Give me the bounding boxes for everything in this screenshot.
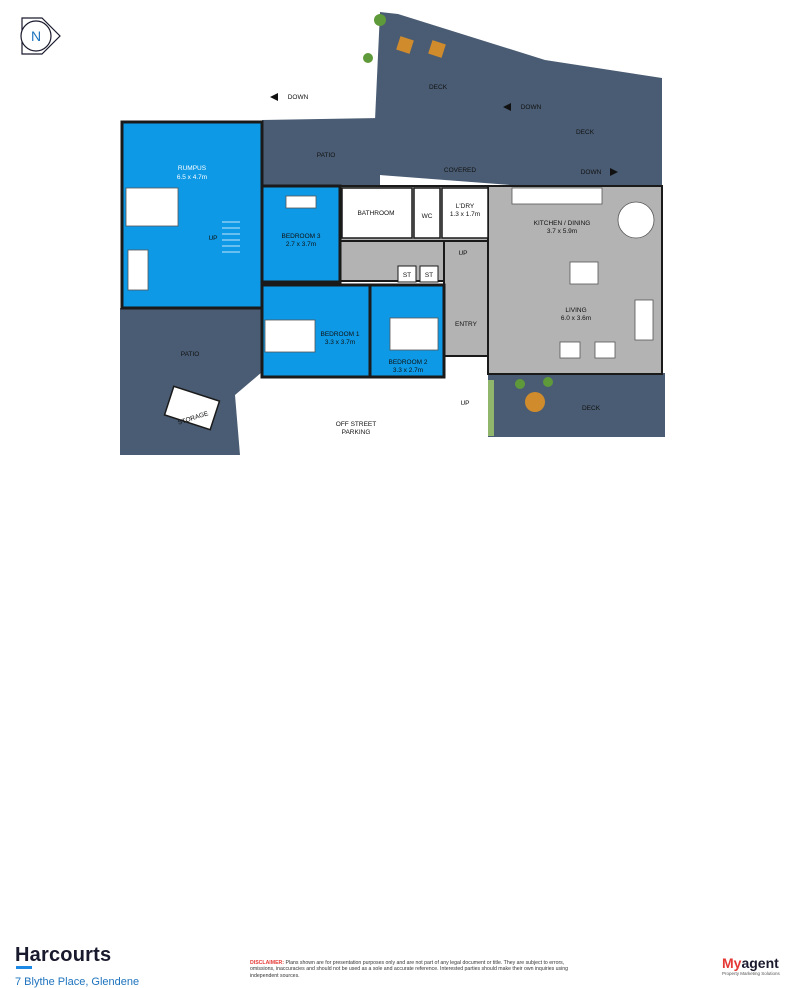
brand-bar	[16, 966, 32, 969]
up-hall-label: UP	[458, 250, 467, 257]
compass-label: N	[31, 28, 41, 44]
wc-label: WC	[422, 213, 433, 220]
st-closet-2	[419, 265, 439, 283]
bathroom-room	[341, 187, 413, 239]
living-size: 6.0 x 3.6m	[561, 315, 591, 322]
parking-label-1: OFF STREET	[336, 421, 376, 428]
bedroom-1-label: BEDROOM 1	[320, 331, 359, 338]
down-mid-label: DOWN	[521, 104, 542, 111]
rumpus-size: 6.5 x 4.7m	[177, 174, 207, 181]
bedroom-3-size: 2.7 x 3.7m	[286, 241, 316, 248]
st-label-1: ST	[403, 272, 411, 279]
bathroom-label: BATHROOM	[357, 210, 394, 217]
storage-room	[163, 385, 221, 431]
bedroom-3-label: BEDROOM 3	[281, 233, 320, 240]
bedroom-2-label: BEDROOM 2	[388, 359, 427, 366]
footer: Harcourts 7 Blythe Place, Glendene DISCL…	[0, 466, 800, 988]
patio-top-label: PATIO	[317, 152, 336, 159]
parking-label-2: PARKING	[342, 429, 371, 436]
deck-right-label: DECK	[576, 129, 595, 136]
deck-bottom-label: DECK	[582, 405, 601, 412]
outdoor-furniture	[363, 14, 553, 436]
stair-labels: DOWN DOWN DOWN UP UP UP	[208, 94, 601, 407]
bedroom-2-size: 3.3 x 2.7m	[393, 367, 423, 374]
st-closet-1	[397, 265, 417, 283]
arrow-right-icon	[610, 168, 618, 176]
kitchen-size: 3.7 x 5.9m	[547, 228, 577, 235]
entry-label: ENTRY	[455, 321, 478, 328]
kitchen-label: KITCHEN / DINING	[534, 220, 591, 227]
property-address: 7 Blythe Place, Glendene	[15, 976, 140, 988]
down-right-label: DOWN	[581, 169, 602, 176]
laundry-room	[441, 187, 489, 239]
disclaimer-label: DISCLAIMER:	[250, 960, 285, 966]
disclaimer: DISCLAIMER: Plans shown are for presenta…	[250, 960, 570, 979]
arrows	[270, 93, 618, 176]
rumpus-label: RUMPUS	[178, 165, 207, 172]
laundry-size: 1.3 x 1.7m	[450, 211, 480, 218]
up-rumpus-label: UP	[208, 235, 217, 242]
stairs	[222, 221, 480, 379]
disclaimer-text: Plans shown are for presentation purpose…	[250, 960, 569, 979]
deck-top-label: DECK	[429, 84, 448, 91]
down-left-label: DOWN	[288, 94, 309, 101]
compass: N	[20, 17, 61, 55]
myagent-logo: Myagent	[722, 955, 779, 971]
furniture	[125, 187, 655, 359]
deck-area	[120, 12, 665, 455]
brand-logo: Harcourts	[15, 944, 112, 966]
living-label: LIVING	[565, 307, 586, 314]
wc-room	[413, 187, 441, 239]
up-entry-label: UP	[460, 400, 469, 407]
covered-label: COVERED	[444, 167, 476, 174]
st-label-2: ST	[425, 272, 433, 279]
laundry-label: L'DRY	[456, 203, 475, 210]
arrow-left-icon	[503, 103, 511, 111]
myagent-my: My	[722, 955, 742, 971]
bedroom-1-size: 3.3 x 3.7m	[325, 339, 355, 346]
floor-plan: N RUMPUS 6.5 x 4.7m BEDROOM 3 2.7 x 3.7m…	[20, 12, 665, 455]
patio-left-label: PATIO	[181, 351, 200, 358]
arrow-left-icon	[270, 93, 278, 101]
myagent-agent: agent	[741, 955, 779, 971]
room-labels: RUMPUS 6.5 x 4.7m BEDROOM 3 2.7 x 3.7m B…	[177, 165, 591, 374]
myagent-tagline: Property Marketing Solutions	[722, 971, 780, 976]
